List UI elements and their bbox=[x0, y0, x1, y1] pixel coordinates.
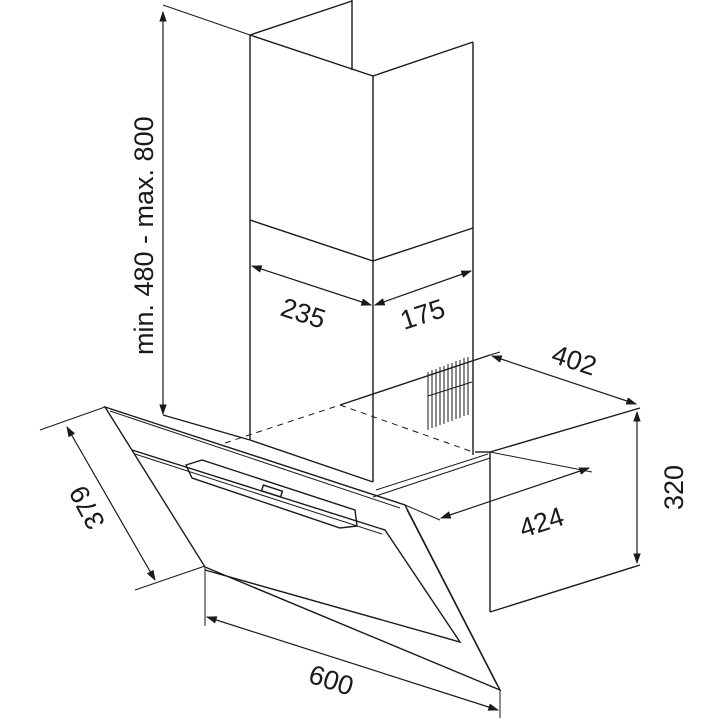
dimension-lines bbox=[39, 4, 641, 718]
vent-grille bbox=[427, 357, 473, 430]
chimney-height-label: min. 480 - max. 800 bbox=[129, 116, 159, 355]
body-depth-label: 402 bbox=[548, 339, 600, 381]
control-panel bbox=[185, 459, 358, 529]
glass-height-label: 379 bbox=[63, 480, 111, 534]
body-height-label: 320 bbox=[659, 465, 689, 510]
chimney bbox=[249, 0, 474, 482]
hood-body bbox=[162, 354, 641, 613]
body-width-label: 424 bbox=[516, 501, 568, 543]
chimney-depth-label: 175 bbox=[397, 293, 449, 335]
hood-width-label: 600 bbox=[305, 659, 357, 701]
chimney-width-label: 235 bbox=[277, 292, 329, 334]
